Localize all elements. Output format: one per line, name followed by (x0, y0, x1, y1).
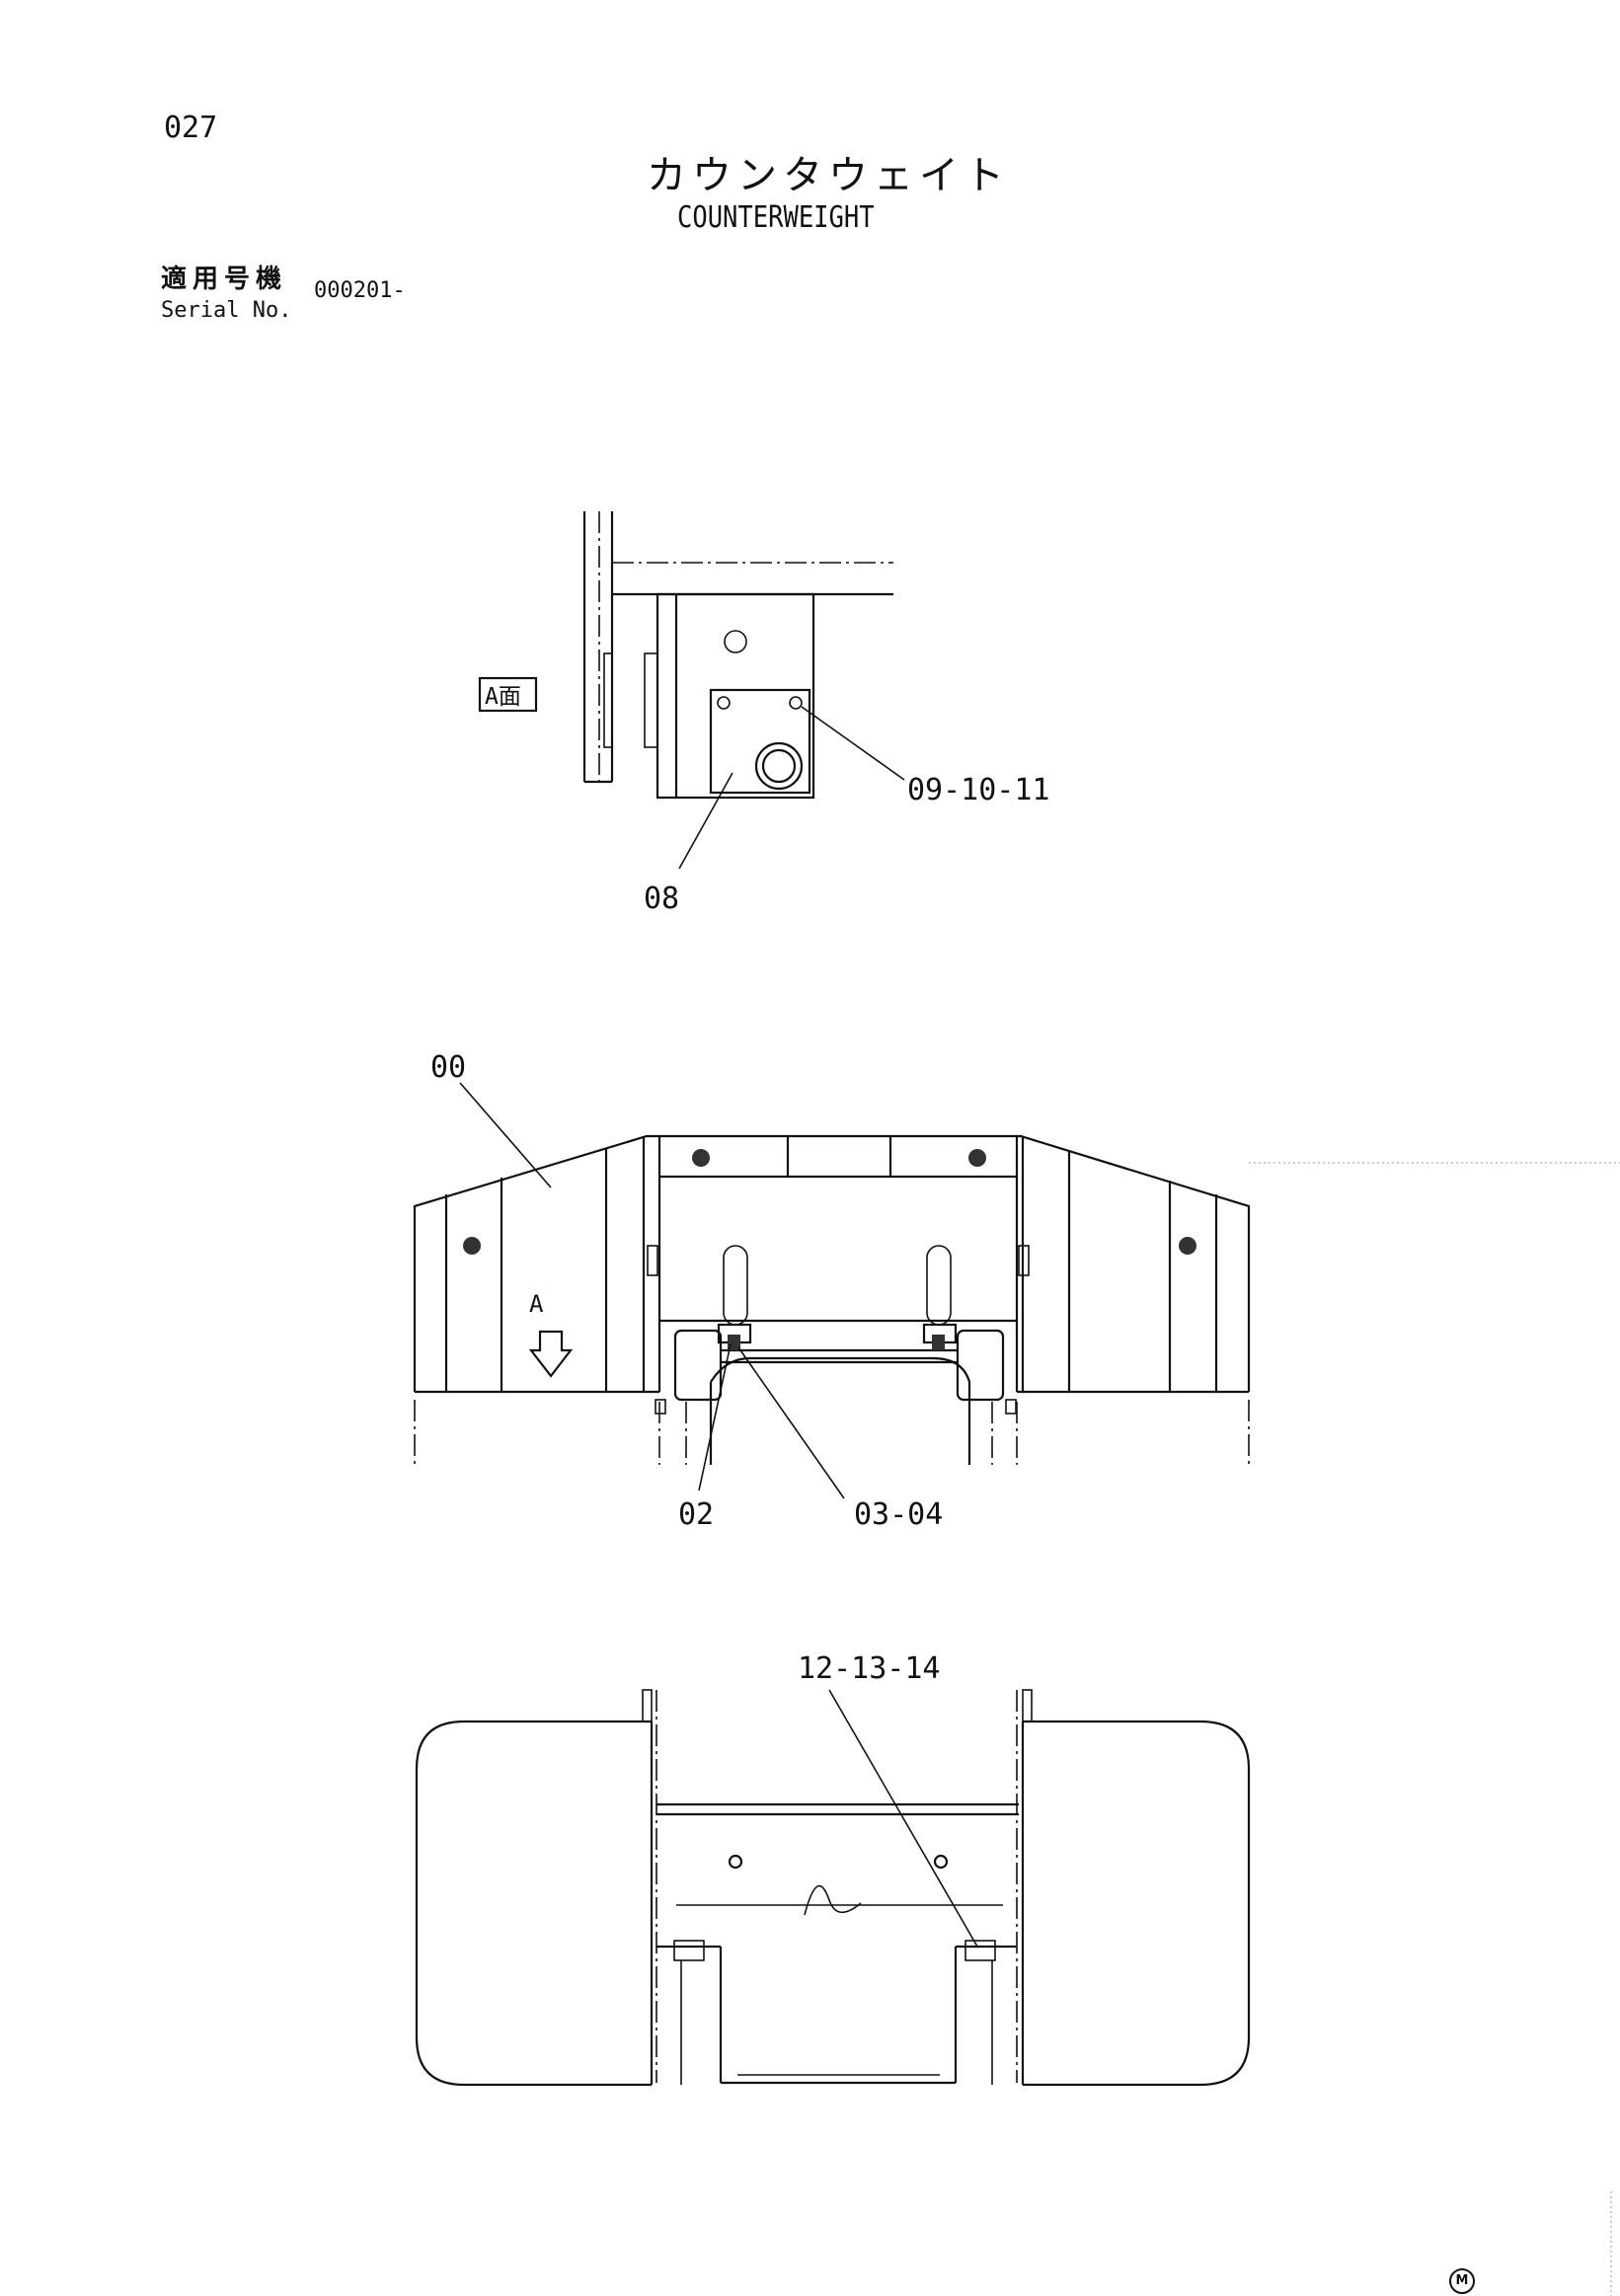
view-label: A面 (485, 684, 521, 710)
leader-washers (737, 1346, 845, 1499)
callout-plate: 08 (644, 881, 679, 916)
leader-plate (678, 772, 733, 870)
page-title-japanese: カウンタウェイト (647, 153, 1010, 198)
leader-counterweight (459, 1082, 552, 1188)
leader-bolts-plate (801, 706, 905, 781)
direction-arrow-a: A (528, 1290, 574, 1378)
serial-number-value: 000201- (314, 278, 406, 303)
page-title: COUNTERWEIGHT (677, 200, 875, 235)
counterweight-rear-view: A 00 02 03-04 (413, 1050, 1620, 1532)
callout-bolts-plate: 09-10-11 (907, 773, 1050, 807)
serial-label: Serial No. (161, 298, 292, 323)
view-label-box: A面 (478, 676, 538, 713)
manufacturer-mark-icon: M (1449, 2268, 1475, 2294)
callout-bolt: 02 (678, 1497, 714, 1532)
callout-washers: 03-04 (854, 1497, 943, 1532)
direction-arrow-label: A (529, 1290, 544, 1318)
counterweight-bottom-view: 12-13-14 (415, 1651, 1251, 2087)
callout-bottom-bolts: 12-13-14 (798, 1651, 941, 1686)
callout-counterweight: 00 (430, 1050, 466, 1085)
page-number: 027 (164, 111, 218, 145)
serial-label-japanese: 適用号機 (161, 265, 288, 294)
leader-bolt (698, 1343, 732, 1492)
detail-view-a: A面 09-10-11 08 (478, 511, 1050, 916)
leader-bottom-bolts (828, 1689, 978, 1948)
